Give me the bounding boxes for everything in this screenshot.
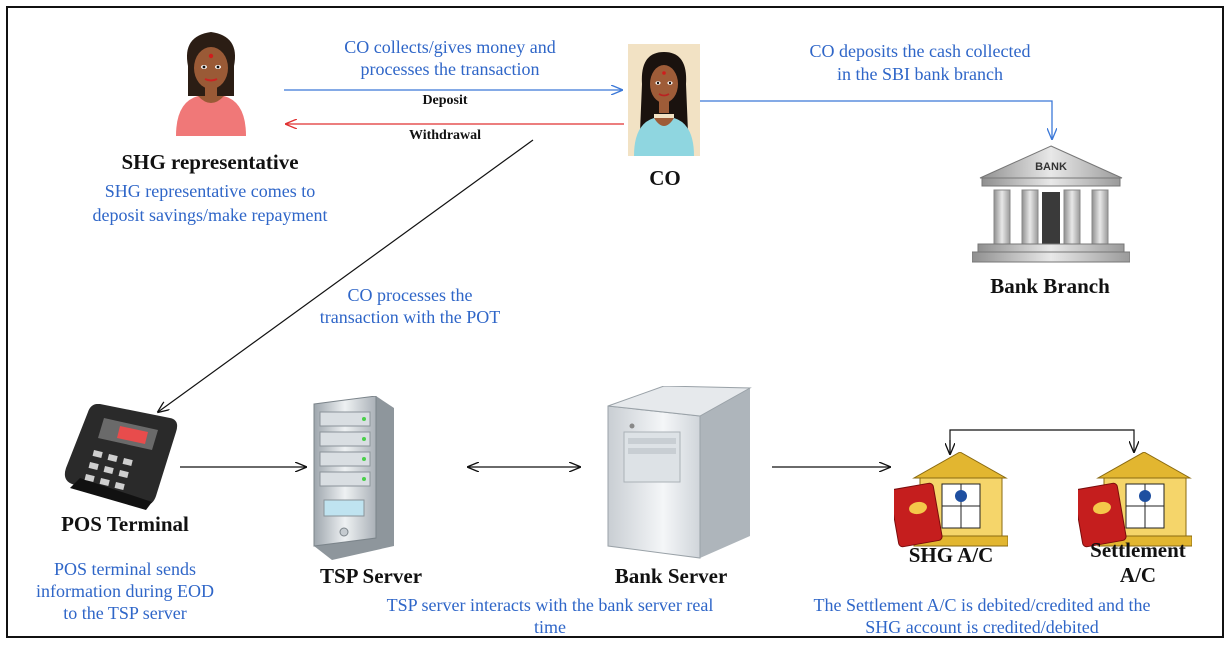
accounts-link-arrow: [949, 429, 1134, 454]
settlement-account-title-line1: Settlement: [1090, 538, 1186, 562]
tsp-server-icon: [313, 396, 394, 560]
co-processes-label-line1: CO processes the: [347, 285, 473, 305]
co-deposits-label-line2: in the SBI bank branch: [837, 64, 1003, 84]
co-collects-label-line2: processes the transaction: [360, 59, 540, 79]
pos-terminal-title: POS Terminal: [61, 512, 189, 536]
co-to-pos-arrow: [158, 139, 534, 412]
deposit-label: Deposit: [422, 93, 468, 108]
bank-building-icon: [972, 145, 1130, 263]
pos-terminal-icon: [64, 404, 178, 510]
shg-representative-title: SHG representative: [121, 150, 299, 174]
bank-server-title: Bank Server: [614, 564, 728, 588]
bank-branch-title: Bank Branch: [990, 274, 1110, 298]
tsp-server-desc-line2: time: [534, 617, 566, 637]
shg-account-title: SHG A/C: [908, 543, 994, 567]
tsp-server-desc-line1: TSP server interacts with the bank serve…: [386, 595, 714, 615]
bank-sign-label: BANK: [1035, 161, 1067, 173]
co-to-bank-arrow: [698, 100, 1052, 139]
shg-representative-desc-line2: deposit savings/make repayment: [92, 205, 328, 225]
co-collects-label-line1: CO collects/gives money and: [344, 37, 556, 57]
pos-terminal-desc-line1: POS terminal sends: [54, 559, 196, 579]
co-avatar-icon: [628, 44, 700, 156]
co-processes-label-line2: transaction with the POT: [319, 307, 501, 327]
tsp-server-title: TSP Server: [319, 564, 423, 588]
diagram-frame: [6, 6, 1224, 638]
settlement-desc-line1: The Settlement A/C is debited/credited a…: [813, 595, 1151, 615]
pos-terminal-desc-line3: to the TSP server: [63, 603, 187, 623]
bank-server-icon: [607, 386, 752, 559]
co-title: CO: [649, 166, 681, 190]
co-deposits-label-line1: CO deposits the cash collected: [809, 41, 1031, 61]
withdrawal-label: Withdrawal: [408, 128, 482, 143]
pos-terminal-desc-line2: information during EOD: [36, 581, 214, 601]
settlement-account-icon: [1078, 452, 1192, 548]
settlement-desc-line2: SHG account is credited/debited: [865, 617, 1099, 637]
shg-account-icon: [894, 452, 1008, 548]
shg-representative-desc-line1: SHG representative comes to: [104, 181, 316, 201]
settlement-account-title-line2: A/C: [1119, 563, 1157, 587]
woman-avatar-icon: [176, 32, 246, 136]
